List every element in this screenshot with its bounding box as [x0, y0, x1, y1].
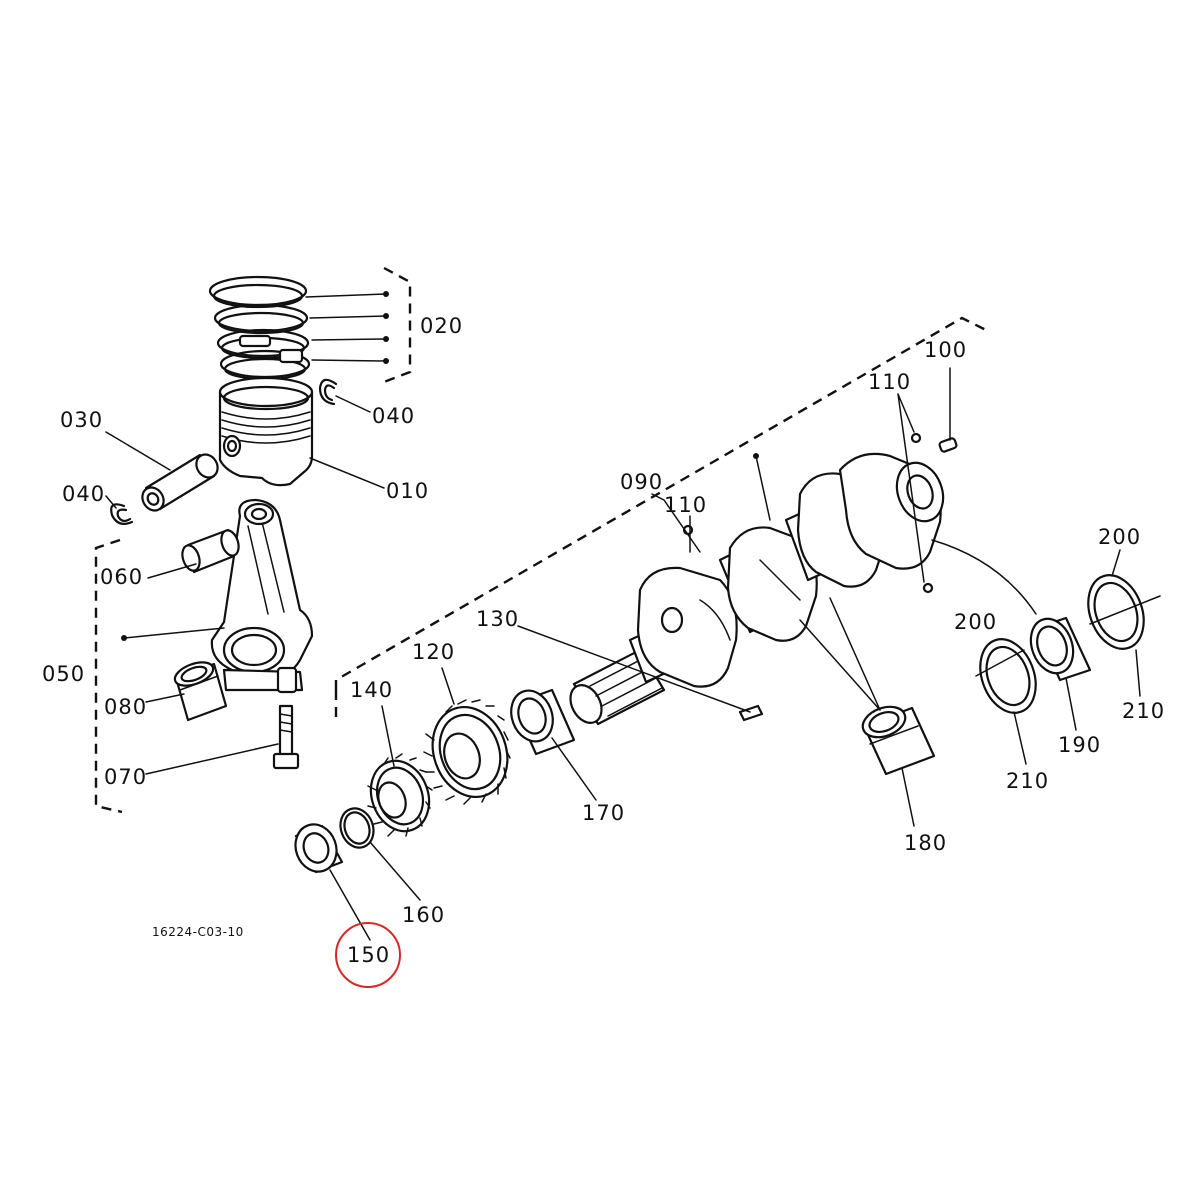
label-030: 030 — [60, 408, 103, 432]
label-050: 050 — [42, 662, 85, 686]
label-210-right: 210 — [1122, 699, 1165, 723]
crankshaft-bearing-170 — [510, 688, 576, 756]
label-070: 070 — [104, 765, 147, 789]
snap-ring-left — [110, 503, 134, 525]
piston-pin — [141, 453, 219, 512]
oil-pump-gear-140 — [367, 753, 433, 837]
label-200-left: 200 — [954, 610, 997, 634]
thrust-washer-200-right — [1087, 574, 1145, 650]
o-ring-160 — [339, 807, 375, 849]
label-040-left: 040 — [62, 482, 105, 506]
label-090: 090 — [620, 470, 663, 494]
label-110-top: 110 — [868, 370, 911, 394]
connecting-rod — [210, 498, 314, 694]
label-130: 130 — [476, 607, 519, 631]
label-020: 020 — [420, 314, 463, 338]
label-010: 010 — [386, 479, 429, 503]
label-080: 080 — [104, 695, 147, 719]
label-190: 190 — [1058, 733, 1101, 757]
leader-lines — [105, 291, 1161, 941]
bracket-090 — [334, 316, 991, 722]
main-bearing-190 — [1029, 616, 1092, 682]
label-110-left: 110 — [664, 493, 707, 517]
collar-150 — [294, 823, 344, 874]
bracket-050 — [94, 538, 123, 814]
highlight-circle — [335, 922, 401, 988]
label-170: 170 — [582, 801, 625, 825]
label-150: 150 — [347, 943, 390, 967]
piston — [218, 376, 314, 487]
label-140: 140 — [350, 678, 393, 702]
label-160: 160 — [402, 903, 445, 927]
feather-key — [738, 704, 764, 722]
label-210-left: 210 — [1006, 769, 1049, 793]
rod-bolt — [272, 704, 300, 770]
label-200-right: 200 — [1098, 525, 1141, 549]
snap-ring-right — [318, 378, 338, 406]
big-end-bearing — [173, 661, 228, 722]
crank-plug-100 — [938, 437, 958, 453]
thrust-washer-200-left — [979, 638, 1037, 714]
label-060: 060 — [100, 565, 143, 589]
crankshaft — [569, 452, 945, 726]
bracket-020 — [383, 266, 412, 384]
label-180: 180 — [904, 831, 947, 855]
piston-rings — [208, 275, 311, 381]
drawing-code: 16224-C03-10 — [152, 925, 244, 939]
label-100: 100 — [924, 338, 967, 362]
label-120: 120 — [412, 640, 455, 664]
label-040-right: 040 — [372, 404, 415, 428]
main-bearing-180 — [861, 705, 936, 776]
crank-gear-120 — [423, 699, 511, 805]
